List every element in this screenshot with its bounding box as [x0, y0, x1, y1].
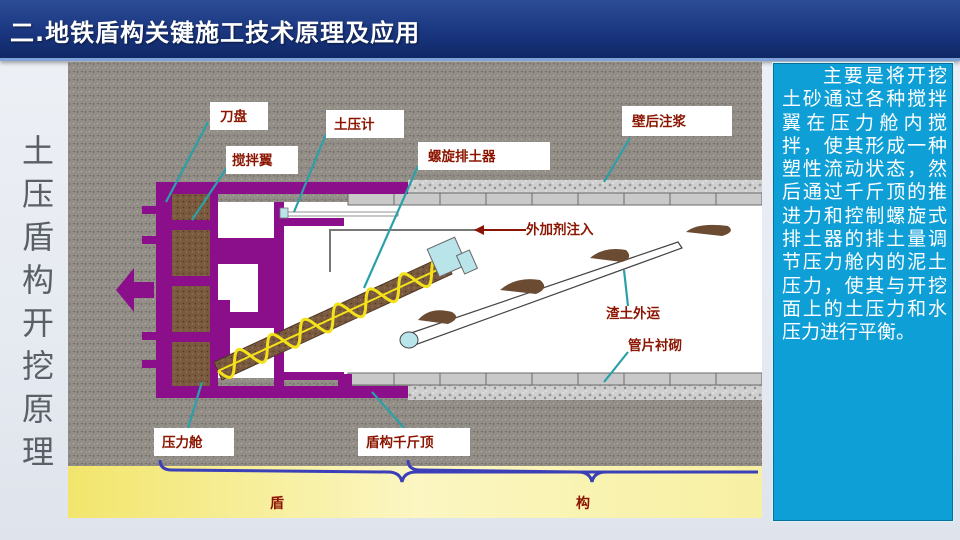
label-grouting: 壁后注浆: [632, 113, 686, 130]
label-bottom-tunnel: 构: [576, 495, 590, 512]
side-title-char: 原: [18, 388, 58, 431]
description-text: 主要是将开挖土砂通过各种搅拌翼在压力舱内搅拌，使其形成一种塑性流动状态，然后通过…: [782, 65, 947, 345]
side-title-char: 开: [18, 302, 58, 345]
description-panel: 主要是将开挖土砂通过各种搅拌翼在压力舱内搅拌，使其形成一种塑性流动状态，然后通过…: [772, 62, 954, 522]
side-title-char: 构: [18, 259, 58, 302]
pressure-gauge-bar: [284, 212, 398, 216]
label-cutter: 刀盘: [220, 108, 247, 125]
bottom-band: [68, 466, 762, 518]
label-additive: 外加剂注入: [526, 221, 594, 238]
side-title-char: 挖: [18, 345, 58, 388]
label-lining: 管片衬砌: [628, 337, 682, 354]
side-title-char: 盾: [18, 216, 58, 259]
label-chamber: 压力舱: [162, 434, 203, 451]
label-pressure-gauge: 土压计: [334, 116, 375, 133]
side-title-char: 压: [18, 173, 58, 216]
label-muck: 渣土外运: [606, 305, 660, 322]
slide-header: 二.地铁盾构关键施工技术原理及应用: [0, 0, 960, 61]
slide-title: 二.地铁盾构关键施工技术原理及应用: [10, 13, 420, 48]
label-bottom-shield: 盾: [270, 495, 284, 512]
side-title-char: 土: [18, 130, 58, 173]
label-mixer: 搅拌翼: [232, 152, 273, 169]
label-screw-conveyor: 螺旋排土器: [428, 148, 496, 165]
pressure-gauge-sensor: [280, 208, 288, 218]
side-title-char: 理: [18, 431, 58, 474]
shield-excavation-diagram: 刀盘 搅拌翼 土压计 螺旋排土器 壁后注浆 外加剂注入 渣土外运 管片衬砌 压力…: [68, 62, 762, 518]
section-title-vertical: 土压盾构开挖原理: [18, 130, 58, 474]
label-jack: 盾构千斤顶: [366, 434, 434, 451]
